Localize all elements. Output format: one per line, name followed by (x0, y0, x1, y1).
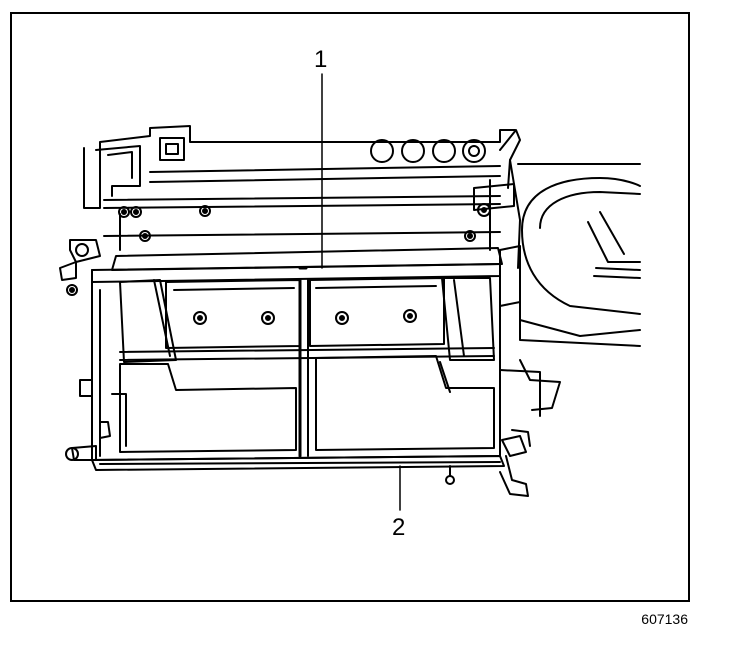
cover-assembly (91, 247, 505, 471)
callout-1: 1 (314, 46, 328, 73)
leader-lines (321, 73, 401, 511)
figure-id: 607136 (641, 611, 688, 627)
latch (499, 429, 531, 497)
left-edge-details (65, 379, 111, 461)
blower-housing (499, 163, 641, 417)
right-clamp (473, 129, 521, 307)
upper-housing (83, 125, 516, 251)
lower-fastener (445, 465, 455, 485)
left-bracket (59, 239, 101, 281)
figure-frame (10, 12, 690, 602)
round-ports (370, 139, 486, 163)
callout-2: 2 (392, 514, 406, 541)
